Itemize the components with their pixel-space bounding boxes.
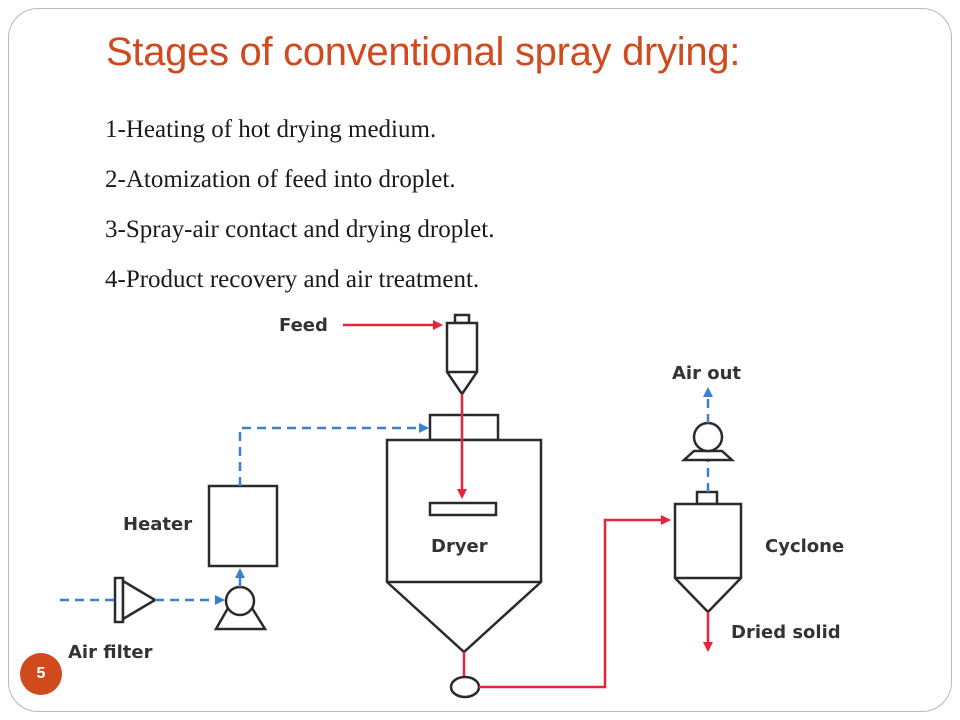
heater-unit: [207, 484, 279, 568]
cyclone-label: Cyclone: [765, 536, 844, 557]
air-filter-label: Air filter: [68, 642, 153, 663]
hot-air-duct: [238, 423, 429, 486]
cyclone-separator: [673, 490, 743, 614]
exhaust-fan-icon: [680, 421, 736, 462]
feed-label: Feed: [279, 315, 328, 336]
product-transfer-line: [479, 515, 671, 689]
air-filter-icon: [113, 576, 158, 624]
dried-solid-label: Dried solid: [731, 622, 841, 643]
blower-icon: [213, 585, 268, 631]
air-out-label: Air out: [672, 363, 741, 384]
page-number-badge: 5: [20, 653, 62, 695]
transfer-pump-icon: [449, 675, 481, 699]
stages-list: 1-Heating of hot drying medium. 2-Atomiz…: [105, 112, 494, 312]
dryer-label: Dryer: [431, 536, 488, 557]
stage-item: 1-Heating of hot drying medium.: [105, 116, 437, 143]
stage-item: 2-Atomization of feed into droplet.: [105, 166, 456, 193]
dryer-vessel: [385, 413, 543, 654]
slide-title: Stages of conventional spray drying:: [106, 30, 741, 74]
stage-item: 3-Spray-air contact and drying droplet.: [105, 216, 495, 243]
stage-item: 4-Product recovery and air treatment.: [105, 266, 480, 293]
feed-hopper: [445, 313, 479, 397]
heater-label: Heater: [123, 514, 192, 535]
